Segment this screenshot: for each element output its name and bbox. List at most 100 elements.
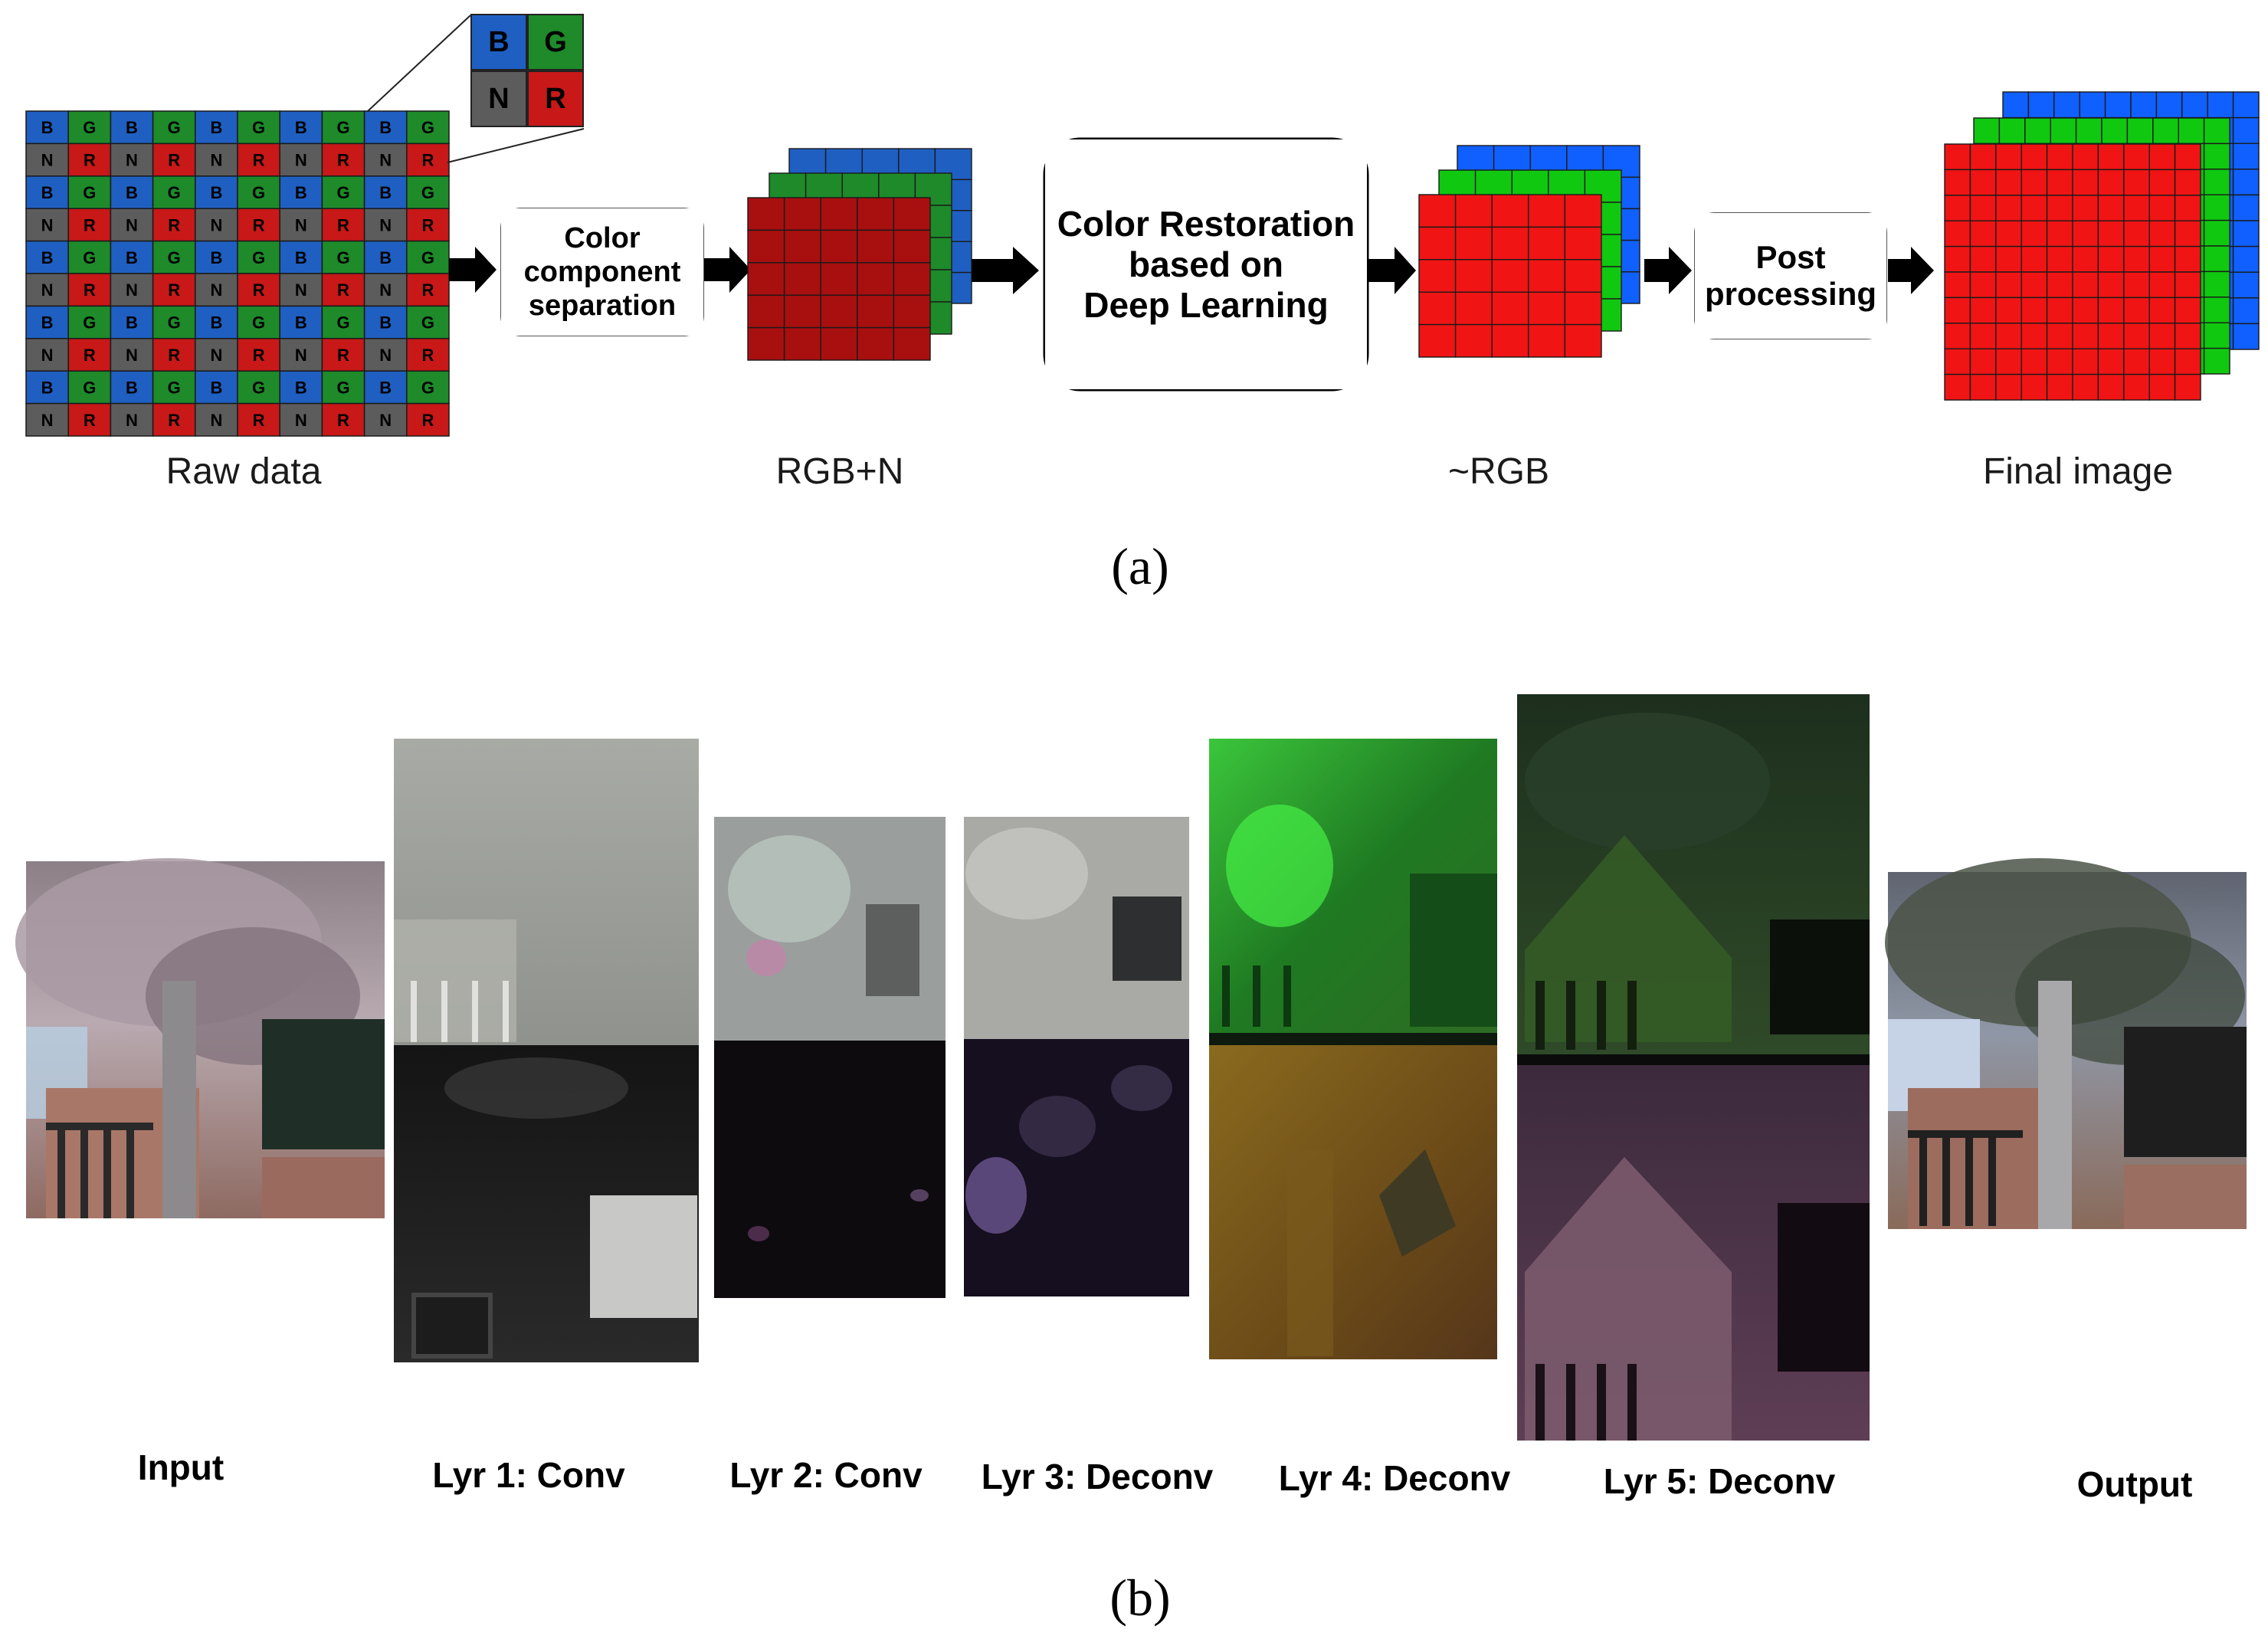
mosaic-cell-letter: B [126, 118, 138, 137]
mosaic-cell-letter: N [210, 215, 222, 234]
mosaic-cell-letter: G [336, 248, 349, 267]
mosaic-cell [279, 175, 323, 209]
mosaic-cell [406, 110, 450, 145]
mosaic-cell [195, 208, 238, 242]
mosaic-cell [110, 370, 154, 405]
layer1-feature-maps [394, 739, 699, 1362]
mosaic-cell-letter: G [252, 183, 265, 202]
mosaic-cell [279, 143, 323, 177]
layer3-label: Lyr 3: Deconv [981, 1457, 1214, 1496]
mosaic-cell [321, 110, 365, 145]
mosaic-cell [406, 402, 450, 437]
mosaic-cell [279, 338, 323, 372]
mosaic-cell [406, 370, 450, 405]
mosaic-cell [195, 240, 238, 274]
mosaic-cell [406, 208, 450, 242]
rgb-red-layer [1418, 194, 1602, 358]
mosaic-cell-letter: B [41, 248, 54, 267]
restoration-line-3: Deep Learning [1083, 284, 1329, 325]
mosaic-cell [110, 338, 154, 372]
mosaic-cell-letter: N [126, 215, 138, 234]
mosaic-cell-letter: R [168, 215, 180, 234]
color-restoration-box: Color Restoration based on Deep Learning [1045, 139, 1367, 389]
mosaic-cell-letter: N [126, 280, 138, 300]
mosaic-cell-letter: R [253, 215, 265, 234]
mosaic-cell-letter: B [41, 313, 54, 333]
mosaic-cell-letter: R [84, 346, 96, 365]
separation-line-2: component [523, 256, 681, 288]
mosaic-cell [406, 273, 450, 307]
mosaic-cell-letter: B [379, 183, 392, 202]
restoration-line-2: based on [1129, 244, 1283, 284]
mosaic-cell-letter: G [83, 183, 96, 202]
rgbn-label: RGB+N [775, 451, 904, 492]
input-label: Input [137, 1447, 225, 1487]
mosaic-cell-letter: N [295, 215, 307, 234]
post-line-1: Post [1755, 239, 1826, 275]
mosaic-cell-letter: N [295, 346, 307, 365]
mosaic-cell-letter: G [168, 248, 181, 267]
mosaic-cell [237, 338, 280, 372]
layer5-feature-maps [1517, 694, 1870, 1441]
arrow-1 [449, 247, 497, 293]
layer2-feature-maps [714, 817, 946, 1298]
mosaic-cell-letter: R [84, 215, 96, 234]
mosaic-cell [67, 273, 112, 307]
mosaic-cell [279, 110, 323, 145]
mosaic-cell-letter: N [295, 280, 307, 300]
mosaic-cell [195, 370, 238, 405]
mosaic-cell-letter: R [168, 280, 180, 300]
layer4-label: Lyr 4: Deconv [1278, 1458, 1511, 1498]
arrow-6 [1888, 247, 1934, 294]
mosaic-cell [152, 338, 196, 372]
mosaic-cell-letter: N [41, 346, 54, 365]
mosaic-cell-letter: R [253, 411, 265, 430]
mosaic-cell [237, 273, 280, 307]
mosaic-cell-letter: B [379, 248, 392, 267]
mosaic-cell-letter: B [210, 248, 222, 267]
mosaic-cell-letter: B [126, 313, 138, 333]
mosaic-cell-letter: G [168, 118, 181, 137]
mosaic-cell-letter: R [84, 151, 96, 170]
mosaic-cell-letter: R [253, 280, 265, 300]
mosaic-cell-letter: G [83, 378, 96, 397]
mosaic-cell-letter: R [253, 151, 265, 170]
mosaic-cell-letter: B [295, 313, 307, 333]
mosaic-cell-letter: N [295, 151, 307, 170]
mosaic-cell-letter: G [336, 378, 349, 397]
mosaic-cell-letter: N [295, 411, 307, 430]
layer4-feature-maps [1209, 739, 1497, 1359]
mosaic-cell [110, 175, 154, 209]
mosaic-cell [363, 143, 408, 177]
legend-cell-b: B [470, 14, 527, 70]
mosaic-cell-letter: R [337, 346, 349, 365]
mosaic-cell-letter: B [210, 313, 222, 333]
mosaic-cell [25, 370, 69, 405]
mosaic-cell-letter: N [41, 215, 54, 234]
mosaic-cell [195, 338, 238, 372]
mosaic-cell-letter: R [421, 280, 434, 300]
mosaic-cell [321, 338, 365, 372]
legend-cell-r: R [527, 70, 584, 127]
mosaic-cell [279, 273, 323, 307]
mosaic-cell [152, 370, 196, 405]
mosaic-cell [321, 208, 365, 242]
mosaic-cell-letter: G [168, 183, 181, 202]
post-processing-box: Post processing [1695, 213, 1886, 339]
mosaic-cell [237, 175, 280, 209]
mosaic-cell-letter: R [168, 411, 180, 430]
mosaic-cell-letter: N [210, 346, 222, 365]
final-red-layer [1944, 143, 2201, 401]
legend-cell-g: G [527, 14, 584, 70]
mosaic-cell-letter: B [126, 183, 138, 202]
mosaic-cell-letter: G [168, 378, 181, 397]
mosaic-cell-letter: N [210, 151, 222, 170]
mosaic-cell [363, 240, 408, 274]
mosaic-cell [152, 402, 196, 437]
layer3-feature-maps [964, 817, 1189, 1296]
mosaic-cell-letter: G [336, 118, 349, 137]
mosaic-cell [406, 240, 450, 274]
mosaic-cell-letter: R [421, 151, 434, 170]
output-image [1885, 858, 2247, 1229]
mosaic-cell-letter: R [253, 346, 265, 365]
